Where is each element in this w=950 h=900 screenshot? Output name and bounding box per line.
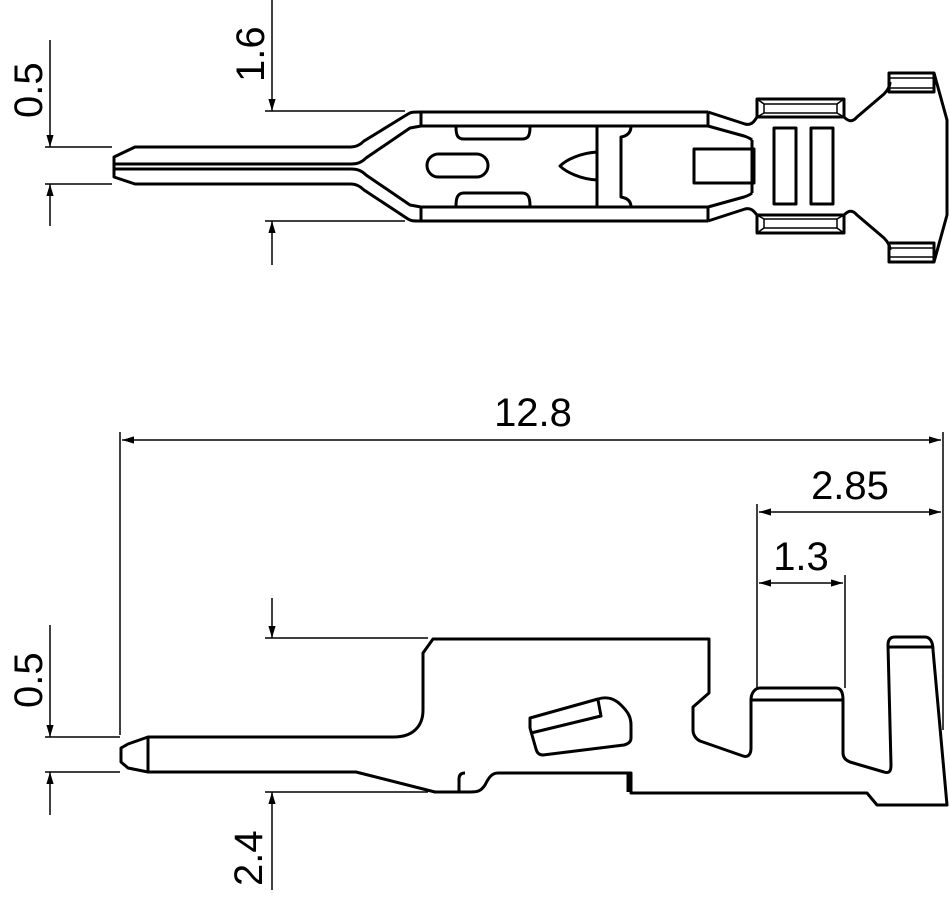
lance — [558, 150, 598, 182]
body-top-view — [419, 110, 710, 223]
crimp-slot — [809, 126, 835, 206]
dim-label: 2.85 — [811, 464, 889, 508]
crimp-slot — [772, 126, 798, 206]
dim-label: 12.8 — [494, 391, 572, 435]
side-view — [119, 635, 949, 807]
dim-label: 0.5 — [7, 652, 51, 708]
oval-hole — [425, 152, 490, 179]
terminal-side-outline — [148, 635, 949, 807]
wing-bottom — [887, 241, 936, 264]
top-slot — [454, 126, 532, 141]
dimension-body-height: 2.4 — [227, 598, 428, 890]
dimension-side-pin-thickness: 0.5 — [7, 625, 120, 815]
dim-label: 1.6 — [229, 26, 273, 82]
pin-top-view — [112, 145, 351, 186]
top-view — [112, 71, 949, 264]
bottom-slot — [454, 191, 532, 207]
dim-label: 2.4 — [227, 830, 271, 886]
dimension-top-pin-thickness: 0.5 — [7, 40, 112, 226]
dim-label: 1.3 — [773, 535, 829, 579]
inspection-window — [692, 147, 756, 185]
collar-bottom — [755, 213, 846, 235]
pin-tip — [119, 735, 150, 774]
dimension-wire-barrel: 1.3 — [759, 535, 846, 688]
dimension-crimp-section: 2.85 — [756, 464, 941, 688]
wing-top — [887, 71, 936, 94]
dimension-overall-length: 12.8 — [119, 391, 944, 735]
collar-top — [755, 97, 846, 119]
dim-label: 0.5 — [7, 62, 51, 118]
dimension-top-body-width: 1.6 — [229, 0, 405, 265]
locking-lance-window — [528, 696, 633, 757]
